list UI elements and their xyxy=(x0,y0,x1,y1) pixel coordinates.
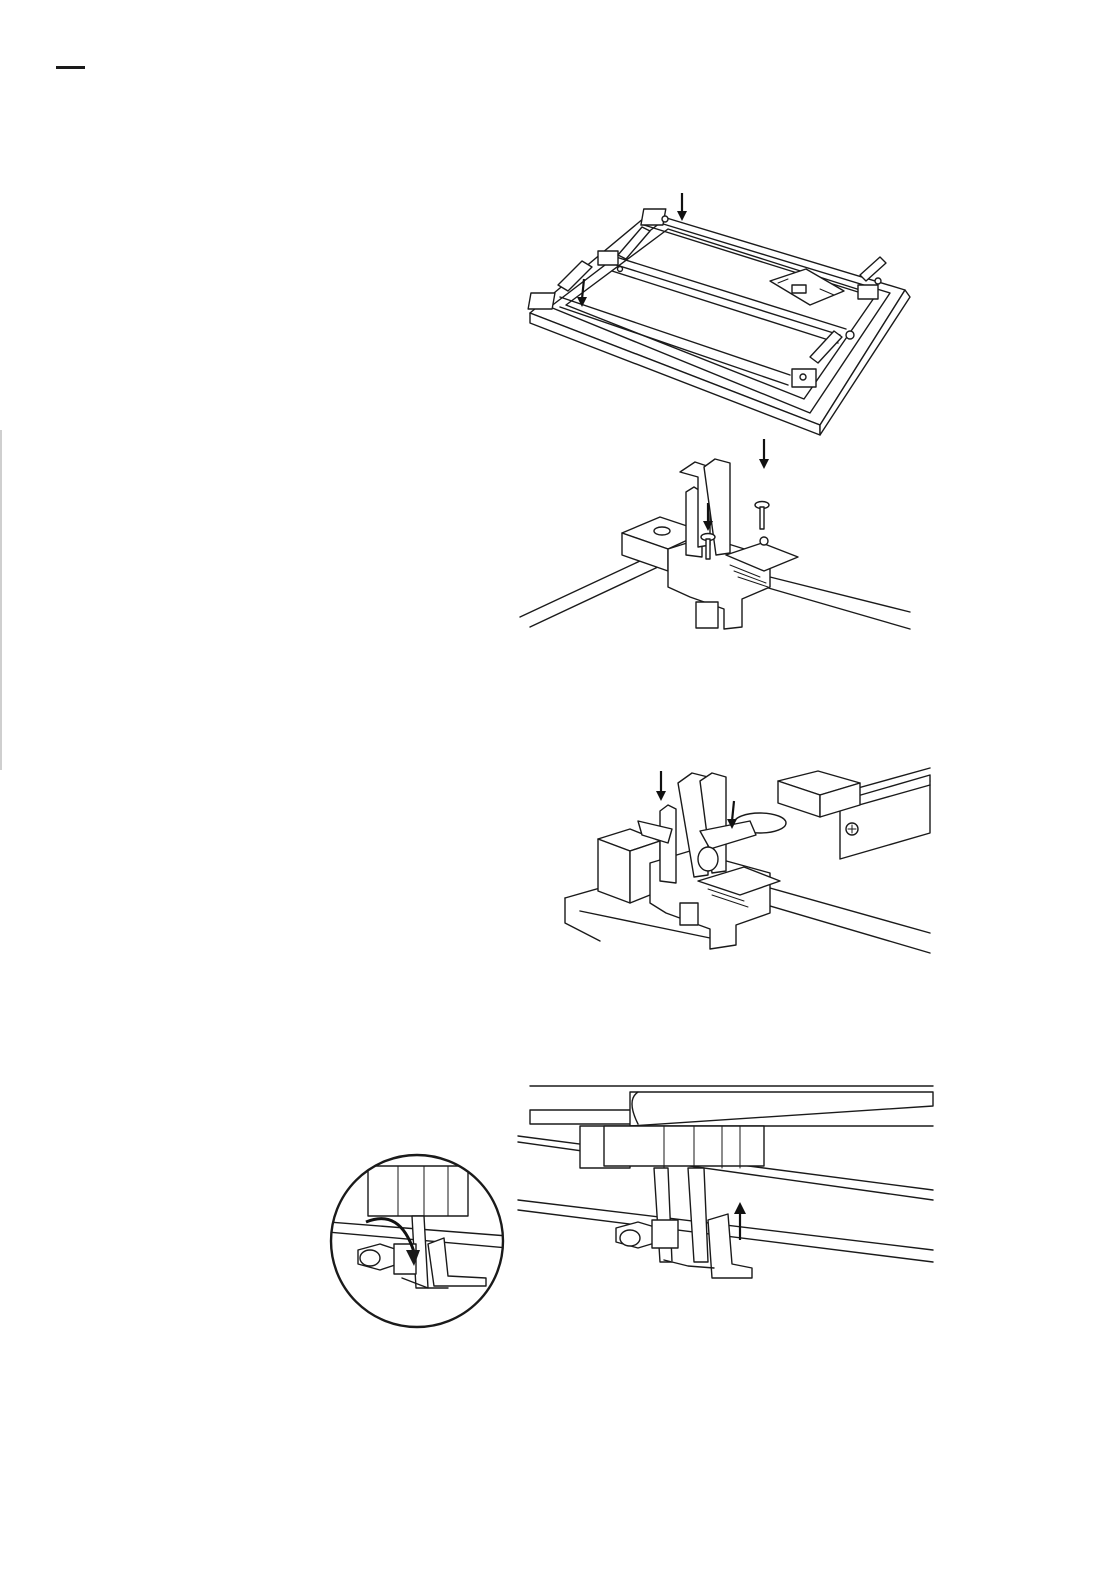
board-underside-illustration xyxy=(520,185,920,435)
leg-lock-detail-illustration xyxy=(328,1152,508,1332)
page-edge-line xyxy=(0,430,2,770)
figure-board-underside xyxy=(520,185,920,435)
arrow-down-icon xyxy=(677,193,687,221)
foot-clip-attached-illustration xyxy=(560,763,935,963)
detail-magnifier xyxy=(328,1152,508,1332)
leg-lock-illustration xyxy=(518,1082,933,1282)
figure-foot-clip-attached xyxy=(560,763,935,963)
arrow-down-icon xyxy=(656,771,666,801)
arrow-down-icon xyxy=(759,439,769,469)
figure-foot-clip-screws xyxy=(520,437,920,637)
foot-clip-screws-illustration xyxy=(520,437,920,637)
arrow-up-icon xyxy=(734,1202,746,1240)
section-rule xyxy=(56,66,85,69)
figure-leg-lock xyxy=(518,1082,933,1282)
